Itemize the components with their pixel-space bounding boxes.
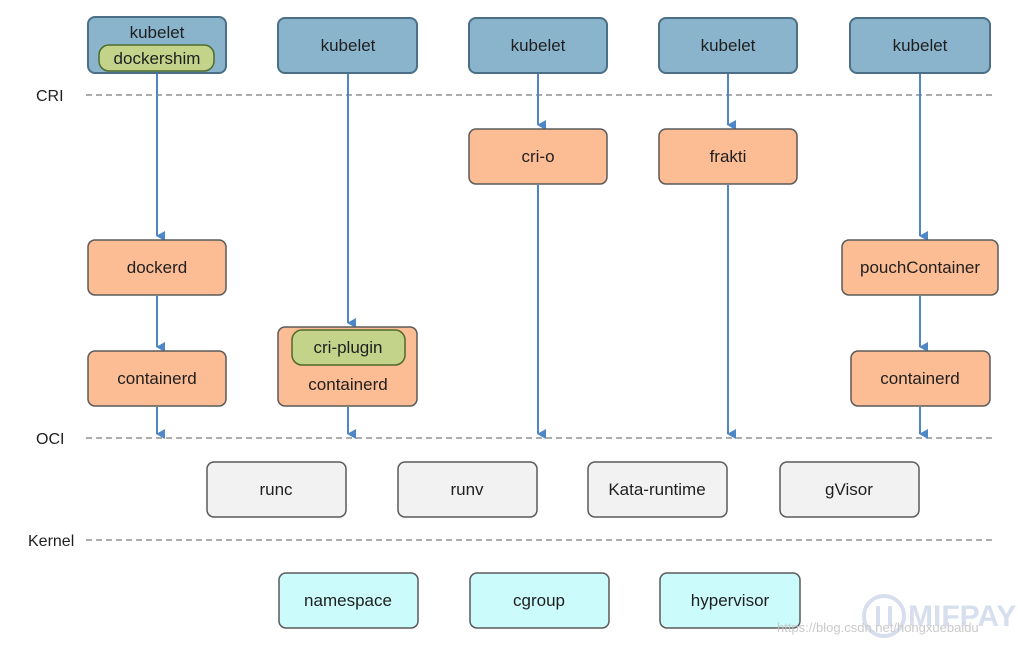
kernel-feature-box: cgroup xyxy=(469,572,610,629)
column-2: kubelet containerd cri-plugin xyxy=(277,17,418,407)
gvisor-label: gVisor xyxy=(825,480,873,499)
oci-runtimes-row: runc runv Kata-runtime gVisor xyxy=(206,461,920,518)
dockerd-box: dockerd xyxy=(87,239,227,296)
kubelet-box: kubelet xyxy=(849,17,991,74)
kernel-label: Kernel xyxy=(28,533,74,550)
oci-runtime-box: Kata-runtime xyxy=(587,461,728,518)
watermark-logo-icon xyxy=(862,594,906,638)
column-5: kubelet pouchContainer containerd xyxy=(841,17,999,407)
cri-o-box: cri-o xyxy=(468,128,608,185)
column-1: kubelet dockershim dockerd containerd xyxy=(87,16,227,407)
kernel-feature-box: hypervisor xyxy=(659,572,801,629)
cri-o-label: cri-o xyxy=(521,147,554,166)
column-3: kubelet cri-o xyxy=(468,17,608,185)
kata-runtime-label: Kata-runtime xyxy=(608,480,705,499)
frakti-box: frakti xyxy=(658,128,798,185)
namespace-label: namespace xyxy=(304,591,392,610)
kubelet-label: kubelet xyxy=(321,36,376,55)
watermark-url: https://blog.csdn.net/hongxuebaidu xyxy=(777,620,979,635)
frakti-label: frakti xyxy=(710,147,747,166)
cgroup-label: cgroup xyxy=(513,591,565,610)
containerd-label: containerd xyxy=(117,369,196,388)
kubelet-box: kubelet xyxy=(468,17,608,74)
runc-label: runc xyxy=(259,480,293,499)
dockershim-label: dockershim xyxy=(114,49,201,68)
containerd-box: containerd xyxy=(87,350,227,407)
pouch-container-box: pouchContainer xyxy=(841,239,999,296)
oci-runtime-box: runc xyxy=(206,461,347,518)
containerd-label: containerd xyxy=(308,375,387,394)
dockershim-box: dockershim xyxy=(98,44,215,72)
oci-label: OCI xyxy=(36,431,64,448)
kubelet-label: kubelet xyxy=(701,36,756,55)
watermark-brand: MIFPAY xyxy=(908,600,1016,633)
hypervisor-label: hypervisor xyxy=(691,591,770,610)
dockerd-label: dockerd xyxy=(127,258,187,277)
column-4: kubelet frakti xyxy=(658,17,798,185)
oci-runtime-box: gVisor xyxy=(779,461,920,518)
kubelet-box: kubelet xyxy=(277,17,418,74)
arrows xyxy=(156,73,928,439)
kubelet-label: kubelet xyxy=(511,36,566,55)
oci-runtime-box: runv xyxy=(397,461,538,518)
watermark: MIFPAY https://blog.csdn.net/hongxuebaid… xyxy=(777,594,1016,638)
containerd-box: containerd xyxy=(850,350,991,407)
containerd-label: containerd xyxy=(880,369,959,388)
pouch-container-label: pouchContainer xyxy=(860,258,980,277)
kubelet-label: kubelet xyxy=(893,36,948,55)
cri-label: CRI xyxy=(36,88,64,105)
cri-plugin-label: cri-plugin xyxy=(314,338,383,357)
cri-plugin-box: cri-plugin xyxy=(291,329,406,366)
kubelet-box: kubelet xyxy=(658,17,798,74)
kubelet-label: kubelet xyxy=(130,23,185,42)
kernel-feature-box: namespace xyxy=(278,572,419,629)
runv-label: runv xyxy=(450,480,484,499)
kernel-features-row: namespace cgroup hypervisor xyxy=(278,572,801,629)
